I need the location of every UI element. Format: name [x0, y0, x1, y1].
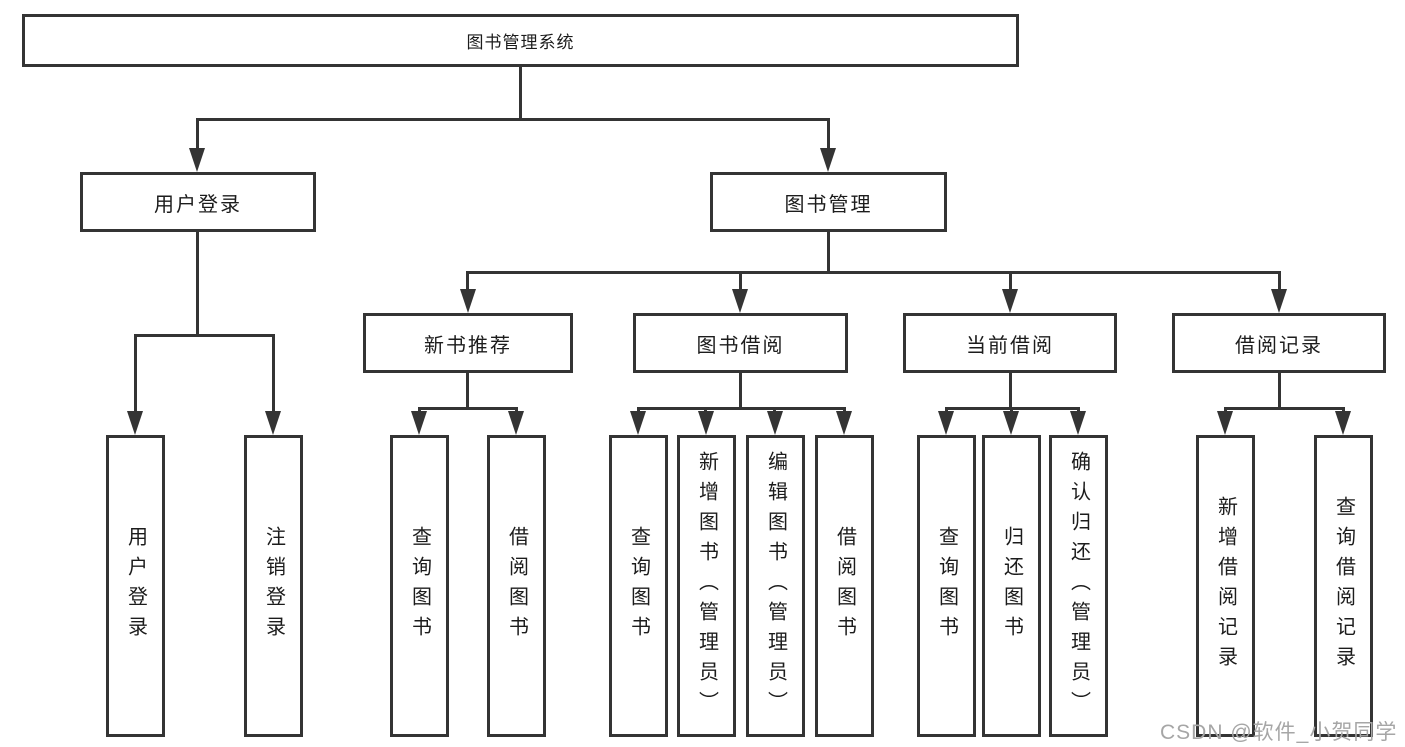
connector-line	[1009, 373, 1012, 410]
arrow-down-icon	[732, 289, 748, 313]
arrow-down-icon	[820, 148, 836, 172]
connector-line	[1224, 407, 1345, 410]
leaf-query-books-borrowing: 查询图书	[609, 435, 668, 737]
connector-line	[739, 271, 742, 293]
connector-line	[519, 67, 522, 119]
connector-line	[466, 373, 469, 410]
connector-line	[466, 271, 1281, 274]
leaf-label: 归还图书	[1000, 526, 1023, 646]
connector-line	[418, 407, 518, 410]
connector-line	[1009, 271, 1012, 293]
leaf-logout: 注销登录	[244, 435, 303, 737]
watermark: CSDN @软件_小贺同学	[1160, 721, 1398, 744]
connector-line	[827, 118, 830, 152]
leaf-edit-book-admin: 编辑图书（管理员）	[746, 435, 805, 737]
leaf-borrow-books-borrowing: 借阅图书	[815, 435, 874, 737]
arrow-down-icon	[265, 411, 281, 435]
arrow-down-icon	[1335, 411, 1351, 435]
arrow-down-icon	[1217, 411, 1233, 435]
arrow-down-icon	[1271, 289, 1287, 313]
leaf-label: 新增借阅记录	[1214, 496, 1237, 676]
arrow-down-icon	[767, 411, 783, 435]
node-user-login: 用户登录	[80, 172, 316, 232]
node-library-system: 图书管理系统	[22, 14, 1019, 67]
leaf-label: 查询图书	[627, 526, 650, 646]
connector-line	[134, 334, 275, 337]
arrow-down-icon	[938, 411, 954, 435]
arrow-down-icon	[698, 411, 714, 435]
leaf-label: 查询图书	[408, 526, 431, 646]
arrow-down-icon	[1003, 411, 1019, 435]
node-book-management: 图书管理	[710, 172, 947, 232]
connector-line	[637, 407, 846, 410]
node-current-borrowing: 当前借阅	[903, 313, 1117, 373]
connector-line	[827, 232, 830, 274]
arrow-down-icon	[1002, 289, 1018, 313]
leaf-label: 查询图书	[935, 526, 958, 646]
arrow-down-icon	[630, 411, 646, 435]
connector-line	[196, 118, 199, 152]
leaf-label: 查询借阅记录	[1332, 496, 1355, 676]
arrow-down-icon	[460, 289, 476, 313]
leaf-confirm-return-admin: 确认归还（管理员）	[1049, 435, 1108, 737]
connector-line	[1278, 271, 1281, 293]
connector-line	[196, 232, 199, 337]
leaf-add-borrow-record: 新增借阅记录	[1196, 435, 1255, 737]
connector-line	[739, 373, 742, 410]
leaf-label: 编辑图书（管理员）	[764, 451, 787, 721]
connector-line	[196, 118, 830, 121]
arrow-down-icon	[411, 411, 427, 435]
arrow-down-icon	[189, 148, 205, 172]
leaf-label: 注销登录	[262, 526, 285, 646]
node-borrowing-records: 借阅记录	[1172, 313, 1386, 373]
arrow-down-icon	[508, 411, 524, 435]
leaf-user-login: 用户登录	[106, 435, 165, 737]
connector-line	[466, 271, 469, 293]
leaf-label: 借阅图书	[505, 526, 528, 646]
connector-line	[1278, 373, 1281, 410]
leaf-query-books-current: 查询图书	[917, 435, 976, 737]
connector-line	[134, 334, 137, 414]
arrow-down-icon	[127, 411, 143, 435]
leaf-return-books: 归还图书	[982, 435, 1041, 737]
leaf-label: 用户登录	[124, 526, 147, 646]
leaf-add-book-admin: 新增图书（管理员）	[677, 435, 736, 737]
node-book-borrowing: 图书借阅	[633, 313, 848, 373]
arrow-down-icon	[836, 411, 852, 435]
connector-line	[272, 334, 275, 414]
leaf-borrow-books-recommend: 借阅图书	[487, 435, 546, 737]
leaf-query-borrow-record: 查询借阅记录	[1314, 435, 1373, 737]
leaf-label: 新增图书（管理员）	[695, 451, 718, 721]
leaf-label: 借阅图书	[833, 526, 856, 646]
leaf-query-books-recommend: 查询图书	[390, 435, 449, 737]
arrow-down-icon	[1070, 411, 1086, 435]
node-new-book-recommend: 新书推荐	[363, 313, 573, 373]
leaf-label: 确认归还（管理员）	[1067, 451, 1090, 721]
